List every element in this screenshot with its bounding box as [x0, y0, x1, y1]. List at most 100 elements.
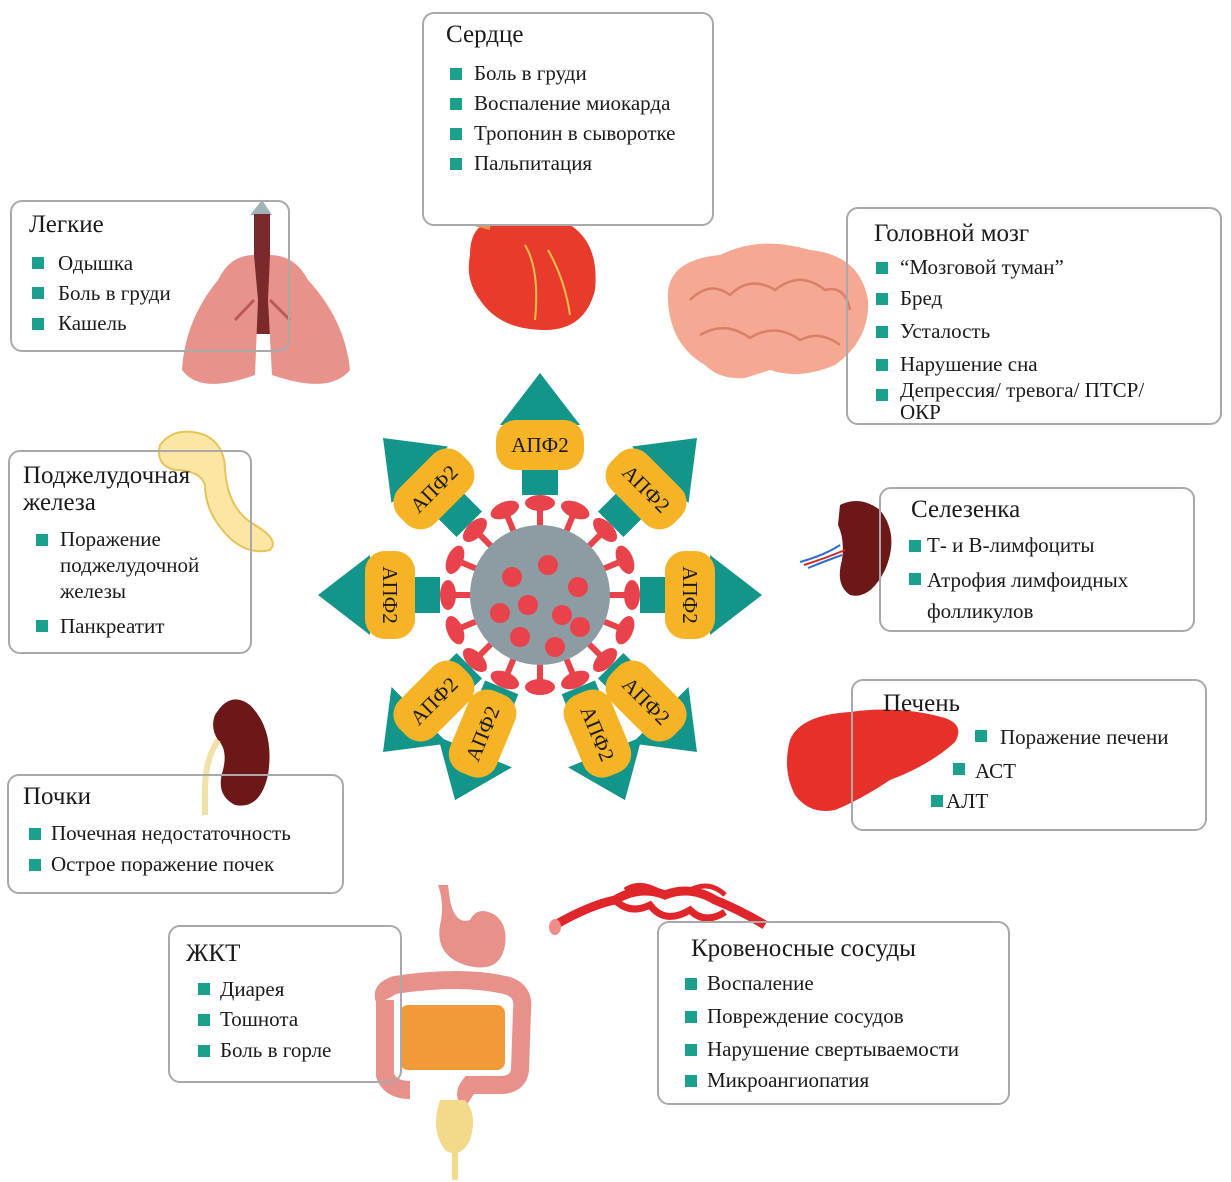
lungs-box: Легкие Одышка Боль в груди Кашель [10, 200, 290, 352]
spleen-item-2: Атрофия лимфоидных фолликулов [927, 568, 1129, 623]
bullet-icon [876, 359, 888, 371]
gi-item-2: Тошнота [220, 1007, 299, 1031]
kidneys-item-1: Почечная недостаточность [51, 821, 291, 845]
virus-spike-cap [445, 616, 465, 645]
virus-spike-cap [490, 670, 519, 690]
virus-spike-cap [561, 500, 590, 520]
bullet-icon [36, 534, 48, 546]
bullet-icon [685, 978, 697, 990]
lungs-item-3: Кашель [58, 311, 127, 335]
spleen-title: Селезенка [911, 496, 1021, 523]
gi-illustration [374, 885, 532, 1180]
pancreas-item-2: Панкреатит [60, 614, 165, 638]
ace2-pill [563, 689, 632, 778]
gi-box: ЖКТ Диарея Тошнота Боль в горле [168, 925, 402, 1083]
liver-box: Печень Поражение печени АСТ АЛТ [851, 679, 1207, 831]
virus-spike-cap [462, 648, 487, 673]
bullet-icon [32, 318, 44, 330]
pancreas-box: Поджелудочная железа Поражение поджелудо… [8, 450, 252, 654]
bullet-icon [450, 98, 462, 110]
ace2-arrow: АПФ2 [640, 551, 762, 639]
pancreas-item-1: Поражение поджелудочной железы [60, 527, 200, 603]
bullet-icon [953, 763, 965, 775]
brain-title: Головной мозг [874, 220, 1030, 247]
bullet-icon [909, 540, 921, 552]
liver-item-2: АСТ [975, 759, 1016, 783]
virus-spike-cap [615, 545, 635, 574]
ace2-arrow: АПФ2 [383, 652, 483, 752]
bullet-icon [36, 620, 48, 632]
virus-spike-cap [525, 495, 555, 511]
gi-item-1: Диарея [220, 977, 285, 1001]
virus-dot [490, 603, 510, 623]
virus-spike-cap [561, 670, 590, 690]
heart-title: Сердце [446, 21, 524, 48]
bullet-icon [876, 293, 888, 305]
ace2-arrow: АПФ2 [318, 551, 440, 639]
bullet-icon [876, 389, 888, 401]
bullet-icon [450, 128, 462, 140]
virus-dot [518, 595, 538, 615]
lungs-title: Легкие [29, 211, 104, 238]
vessels-item-1: Воспаление [707, 971, 814, 995]
ace2-pill [605, 448, 687, 530]
ace2-pill [496, 420, 584, 470]
ace2-pill [365, 551, 415, 639]
heart-item-4: Пальпитация [474, 151, 593, 175]
bullet-icon [685, 1075, 697, 1087]
bullet-icon [450, 68, 462, 80]
heart-item-2: Воспаление миокарда [474, 91, 671, 115]
vessels-illustration [549, 883, 768, 935]
vessels-item-3: Нарушение свертываемости [707, 1037, 960, 1061]
ace2-arrow: АПФ2 [561, 680, 643, 801]
kidneys-title: Почки [23, 783, 92, 810]
ace2-pill [665, 551, 715, 639]
bullet-icon [909, 573, 921, 585]
bullet-icon [975, 730, 987, 742]
virus-spike-cap [462, 517, 487, 542]
bullet-icon [685, 1011, 697, 1023]
liver-item-1: Поражение печени [1000, 725, 1169, 749]
vessels-box: Кровеносные сосуды Воспаление Повреждени… [657, 921, 1010, 1105]
lungs-item-1: Одышка [58, 251, 134, 275]
brain-item-5: Депрессия/ тревога/ ПТСР/ ОКР [900, 378, 1145, 424]
bullet-icon [450, 158, 462, 170]
virus-spike-cap [593, 648, 618, 673]
virus-dot [552, 605, 572, 625]
heart-item-1: Боль в груди [474, 61, 587, 85]
liver-title: Печень [883, 690, 960, 717]
virus-dot [570, 617, 590, 637]
ace2-arrow: АПФ2 [383, 438, 483, 538]
bullet-icon [32, 257, 44, 269]
virus-body [470, 525, 610, 665]
bullet-icon [198, 1014, 210, 1026]
brain-item-3: Усталость [900, 319, 991, 343]
ace2-pill [393, 448, 475, 530]
virus-spike-cap [615, 616, 635, 645]
spleen-illustration [799, 501, 892, 596]
kidneys-box: Почки Почечная недостаточность Острое по… [7, 774, 344, 894]
virus [440, 495, 640, 695]
brain-item-2: Бред [900, 286, 943, 310]
brain-illustration [667, 243, 869, 379]
heart-item-3: Тропонин в сыворотке [474, 121, 676, 145]
virus-dot [538, 555, 558, 575]
spleen-box: Селезенка Т- и В-лимфоциты Атрофия лимфо… [879, 487, 1195, 632]
ace2-label: АПФ2 [511, 433, 568, 457]
bullet-icon [876, 326, 888, 338]
ace2-label: АПФ2 [678, 566, 702, 623]
brain-item-1: “Мозговой туман” [900, 255, 1064, 279]
bullet-icon [32, 287, 44, 299]
ace2-pill [605, 660, 687, 742]
ace2-label: АПФ2 [378, 566, 402, 623]
gi-item-3: Боль в горле [220, 1038, 332, 1062]
virus-spike-cap [490, 500, 519, 520]
vessels-item-4: Микроангиопатия [707, 1068, 870, 1092]
virus-spike-cap [445, 545, 465, 574]
bullet-icon [198, 1045, 210, 1057]
vessels-title: Кровеносные сосуды [691, 935, 916, 962]
kidney-illustration [202, 699, 270, 815]
liver-illustration [786, 709, 959, 811]
ace2-arrow: АПФ2 [597, 438, 697, 538]
